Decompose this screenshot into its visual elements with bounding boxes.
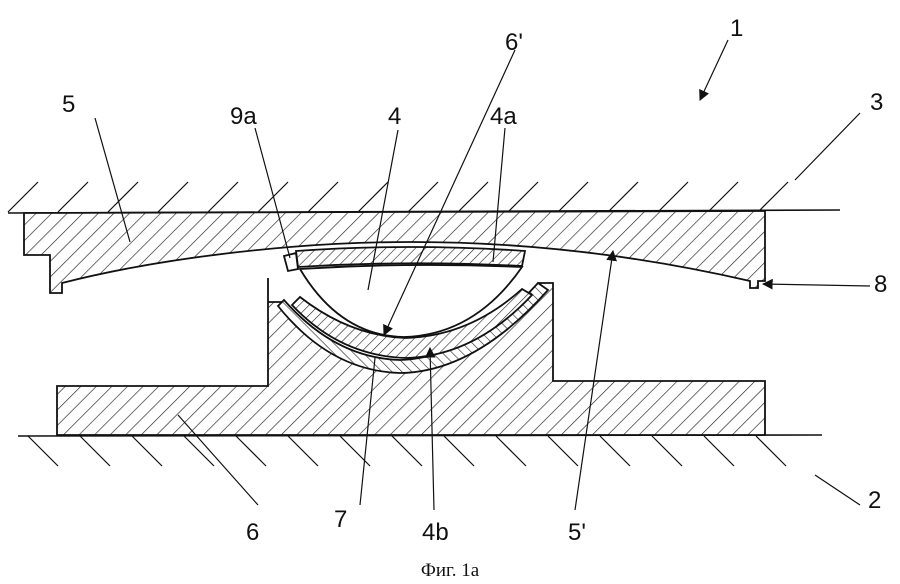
hatch-stroke — [79, 435, 111, 467]
figure-caption: Фиг. 1а — [421, 560, 480, 581]
label-9a: 9a — [230, 103, 257, 130]
label-6: 6 — [246, 519, 259, 546]
lower-spherical-shell — [276, 281, 550, 374]
hatch-stroke — [457, 181, 489, 213]
leader-lines — [94, 39, 871, 511]
hatch-stroke — [287, 435, 319, 467]
calotte-slide-layer — [290, 287, 534, 359]
hatch-stroke — [651, 435, 683, 467]
hatch-stroke — [703, 435, 735, 467]
hatch-stroke — [131, 435, 163, 467]
label-3: 3 — [870, 89, 883, 116]
upper-ground-hatching — [7, 181, 789, 213]
hatch-stroke — [755, 435, 787, 467]
hatch-stroke — [391, 435, 423, 467]
hatch-stroke — [207, 181, 239, 213]
label-5: 5 — [62, 91, 75, 118]
hatch-stroke — [57, 181, 89, 213]
upper-slide-insert — [294, 246, 527, 268]
hatch-stroke — [757, 181, 789, 213]
hatch-stroke — [183, 435, 215, 467]
label-2: 2 — [868, 487, 881, 514]
calotte-body — [298, 264, 524, 338]
label-8: 8 — [874, 271, 887, 298]
labels: 1 3 5 9a 4 4a 6' 8 2 6 7 4b 5' Фиг. 1а — [62, 15, 887, 581]
label-4: 4 — [388, 103, 401, 130]
hatch-stroke — [507, 181, 539, 213]
hatch-stroke — [27, 435, 59, 467]
retaining-ring — [282, 251, 299, 273]
lower-ground-hatching — [27, 435, 787, 467]
label-1: 1 — [730, 15, 743, 42]
hatch-stroke — [599, 435, 631, 467]
hatch-stroke — [557, 181, 589, 213]
hatch-stroke — [107, 181, 139, 213]
label-5-prime: 5' — [568, 519, 586, 546]
hatch-stroke — [495, 435, 527, 467]
upper-structure — [7, 181, 841, 214]
hatch-stroke — [607, 181, 639, 213]
label-7: 7 — [334, 506, 347, 533]
upper-plate — [23, 210, 766, 294]
hatch-stroke — [307, 181, 339, 213]
hatch-stroke — [407, 181, 439, 213]
hatch-stroke — [547, 435, 579, 467]
hatch-stroke — [707, 181, 739, 213]
label-4b: 4b — [422, 519, 449, 546]
label-6-prime: 6' — [505, 29, 523, 56]
hatch-stroke — [7, 181, 39, 213]
hatch-stroke — [657, 181, 689, 213]
hatch-stroke — [235, 435, 267, 467]
lower-structure — [17, 434, 823, 467]
hatch-stroke — [357, 181, 389, 213]
hatch-stroke — [157, 181, 189, 213]
hatch-stroke — [443, 435, 475, 467]
label-4a: 4a — [490, 103, 517, 130]
